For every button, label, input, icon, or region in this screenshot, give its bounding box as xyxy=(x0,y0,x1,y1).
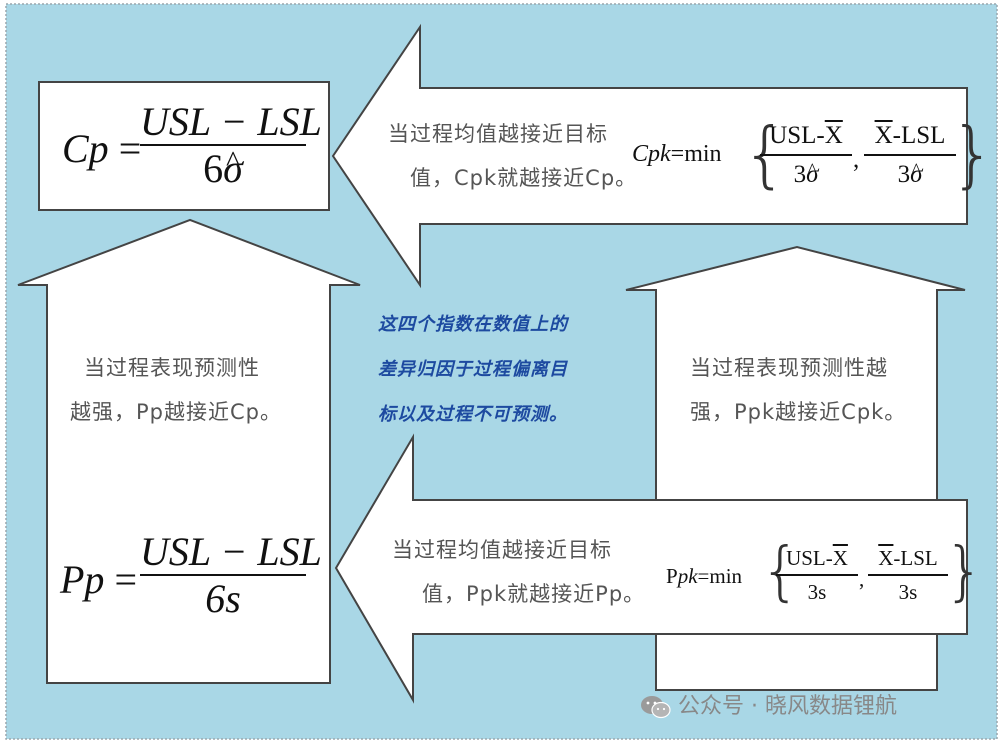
ppk-right-brace: } xyxy=(944,535,985,609)
center-note: 这四个指数在数值上的 差异归因于过程偏离目 标以及过程不可预测。 xyxy=(378,314,568,425)
pp-formula: Pp = xyxy=(60,556,137,603)
pp-denominator: 6s xyxy=(205,576,241,621)
cp-fraction-bar xyxy=(140,144,306,146)
wechat-icon xyxy=(641,696,671,719)
cpk-right-brace: } xyxy=(950,112,996,196)
cp-denominator: 6^σ xyxy=(203,145,243,191)
cpk-fraction-2: X-LSL 3^σ xyxy=(864,118,956,194)
watermark: 公众号 · 晓风数据锂航 xyxy=(640,688,897,721)
right-arrow-text: 当过程表现预测性越 强，Ppk越接近Cpk。 xyxy=(690,356,907,424)
cpk-fraction-1: USL-X 3^σ xyxy=(760,118,852,194)
pp-lhs: Pp xyxy=(60,557,105,602)
bottom-arrow-text: 当过程均值越接近目标 值，Ppk就越接近Pp。 xyxy=(392,538,646,606)
cp-box xyxy=(38,81,330,211)
pp-numerator: USL − LSL xyxy=(140,529,322,574)
top-left-arrow xyxy=(331,23,968,289)
ppk-formula: Ppk=min xyxy=(666,564,743,588)
cp-formula: Cp = xyxy=(62,125,141,172)
pp-equals: = xyxy=(114,557,137,602)
cp-fraction: USL − LSL 6^σ xyxy=(140,99,322,192)
watermark-text: 公众号 · 晓风数据锂航 xyxy=(678,694,897,719)
cpk-formula: Cpk=min xyxy=(632,141,722,167)
cp-equals: = xyxy=(118,126,142,171)
bottom-left-arrow xyxy=(334,433,968,704)
top-arrow-text: 当过程均值越接近目标 值，Cpk就越接近Cp。 xyxy=(388,122,638,190)
left-up-arrow xyxy=(17,218,361,684)
pp-fraction: USL − LSL 6s xyxy=(140,529,322,622)
ppk-left-brace: { xyxy=(760,535,801,609)
ppk-fraction-2: X-LSL 3s xyxy=(868,542,948,608)
cp-lhs: Cp xyxy=(62,126,109,171)
ppk-fraction-1: USL-X 3s xyxy=(776,542,858,608)
pp-fraction-bar xyxy=(140,574,306,576)
cp-numerator: USL − LSL xyxy=(140,99,322,144)
ppk-comma: , xyxy=(859,567,865,591)
cpk-comma: , xyxy=(853,146,860,173)
left-arrow-text: 当过程表现预测性 越强，Pp越接近Cp。 xyxy=(70,356,282,424)
